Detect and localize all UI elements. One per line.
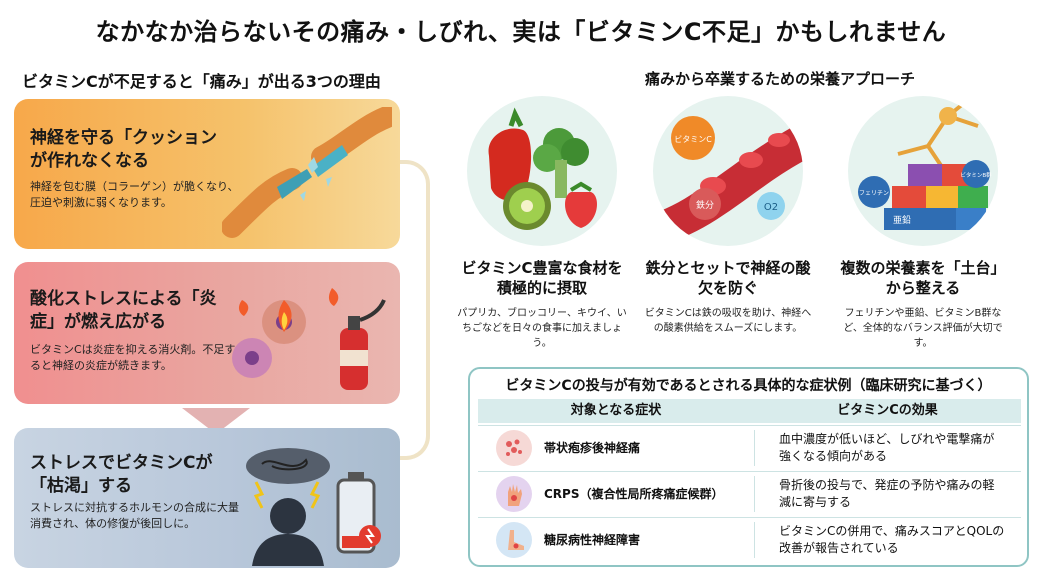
broken-nerve-icon xyxy=(221,106,398,245)
rash-icon xyxy=(496,429,532,466)
reason-card-title: ストレスでビタミンCが「枯渇」する xyxy=(30,453,213,496)
reason-card-text: 神経を包む膜（コラーゲン）が脆くなり、圧迫や刺激に弱くなります。 xyxy=(30,180,239,209)
approach-text: フェリチンや亜鉛、ビタミンB群など、全体的なバランス評価が大切です。 xyxy=(843,308,1003,349)
reason-card-stress: ストレスでビタミンCが「枯渇」する ストレスに対抗するホルモンの合成に大量消費さ… xyxy=(14,428,400,568)
table-row: CRPS（複合性局所疼痛症候群） 骨折後の投与で、発症の予防や痛みの軽減に寄与す… xyxy=(478,471,1021,515)
table-header-effect: ビタミンCの効果 xyxy=(837,403,938,418)
table-row: 帯状疱疹後神経痛 血中濃度が低いほど、しびれや電撃痛が強くなる傾向がある xyxy=(478,425,1021,469)
reason-card-title: 酸化ストレスによる「炎症」が燃え広がる xyxy=(30,289,217,332)
column-divider xyxy=(754,475,755,512)
fire-extinguisher-icon xyxy=(222,270,392,402)
approach-food: ビタミンC豊富な食材を積極的に摂取 パプリカ、ブロッコリー、キウイ、いちごなどを… xyxy=(457,96,627,351)
table-caption: ビタミンCの投与が有効であるとされる具体的な症状例（臨床研究に基づく） xyxy=(505,378,992,394)
symptom-name: 糖尿病性神経障害 xyxy=(544,533,641,547)
table-header-symptom: 対象となる症状 xyxy=(570,403,662,418)
reason-card-inflammation: 酸化ストレスによる「炎症」が燃え広がる ビタミンCは炎症を抑える消火剤。不足する… xyxy=(14,262,400,404)
approach-title: ビタミンC豊富な食材を積極的に摂取 xyxy=(461,259,623,297)
approach-foundation: フェリチン ビタミンB群 亜鉛 複数の栄養素を「土台」から整える フェリチンや亜… xyxy=(838,96,1008,351)
symptom-name: 帯状疱疹後神経痛 xyxy=(544,441,641,455)
oxygen-badge: O2 xyxy=(764,202,778,213)
reason-card-title: 神経を守る「クッションが作れなくなる xyxy=(30,128,217,171)
column-divider xyxy=(754,521,755,558)
symptom-effect: ビタミンCの併用で、痛みスコアとQOLの改善が報告されている xyxy=(779,523,1005,555)
zinc-label: 亜鉛 xyxy=(893,214,911,226)
symptom-name: CRPS（複合性局所疼痛症候群） xyxy=(544,487,724,501)
symptom-table: ビタミンCの投与が有効であるとされる具体的な症状例（臨床研究に基づく） 対象とな… xyxy=(468,367,1029,567)
blood-vessel-icon: ビタミンC 鉄分 O2 xyxy=(653,96,803,246)
approach-iron: ビタミンC 鉄分 O2 鉄分とセットで神経の酸欠を防ぐ ビタミンCは鉄の吸収を助… xyxy=(643,96,813,336)
ferritin-badge: フェリチン xyxy=(859,190,889,197)
vegetables-fruits-icon xyxy=(467,96,617,246)
reason-card-collagen: 神経を守る「クッションが作れなくなる 神経を包む膜（コラーゲン）が脆くなり、圧迫… xyxy=(14,99,400,249)
reason-card-text: ビタミンCは炎症を抑える消火剤。不足すると神経の炎症が続きます。 xyxy=(30,343,236,372)
table-row: 糖尿病性神経障害 ビタミンCの併用で、痛みスコアとQOLの改善が報告されている xyxy=(478,517,1021,561)
nutrient-blocks-icon: フェリチン ビタミンB群 亜鉛 xyxy=(848,96,998,246)
vitamin-c-badge: ビタミンC xyxy=(674,135,712,144)
symptom-effect: 骨折後の投与で、発症の予防や痛みの軽減に寄与する xyxy=(779,477,995,509)
approach-title: 鉄分とセットで神経の酸欠を防ぐ xyxy=(645,259,811,297)
approach-text: パプリカ、ブロッコリー、キウイ、いちごなどを日々の食事に加えましょう。 xyxy=(457,308,627,349)
stressed-person-battery-icon xyxy=(222,436,392,568)
table-header-row: 対象となる症状 ビタミンCの効果 xyxy=(478,399,1021,423)
flow-connector xyxy=(400,160,430,460)
reason-card-text: ストレスに対抗するホルモンの合成に大量消費され、体の修復が後回しに。 xyxy=(30,501,239,530)
foot-pain-icon xyxy=(496,521,532,558)
hand-pain-icon xyxy=(496,475,532,512)
vitamin-b-badge: ビタミンB群 xyxy=(960,171,992,179)
page-title: なかなか治らないその痛み・しびれ、実は「ビタミンC不足」かもしれません xyxy=(95,18,947,46)
column-divider xyxy=(754,429,755,466)
symptom-effect: 血中濃度が低いほど、しびれや電撃痛が強くなる傾向がある xyxy=(779,431,995,463)
iron-badge: 鉄分 xyxy=(696,199,714,211)
right-section-heading: 痛みから卒業するための栄養アプローチ xyxy=(644,70,915,88)
approach-title: 複数の栄養素を「土台」から整える xyxy=(840,259,1006,297)
left-section-heading: ビタミンCが不足すると「痛み」が出る3つの理由 xyxy=(22,72,381,91)
approach-text: ビタミンCは鉄の吸収を助け、神経への酸素供給をスムーズにします。 xyxy=(644,308,812,334)
